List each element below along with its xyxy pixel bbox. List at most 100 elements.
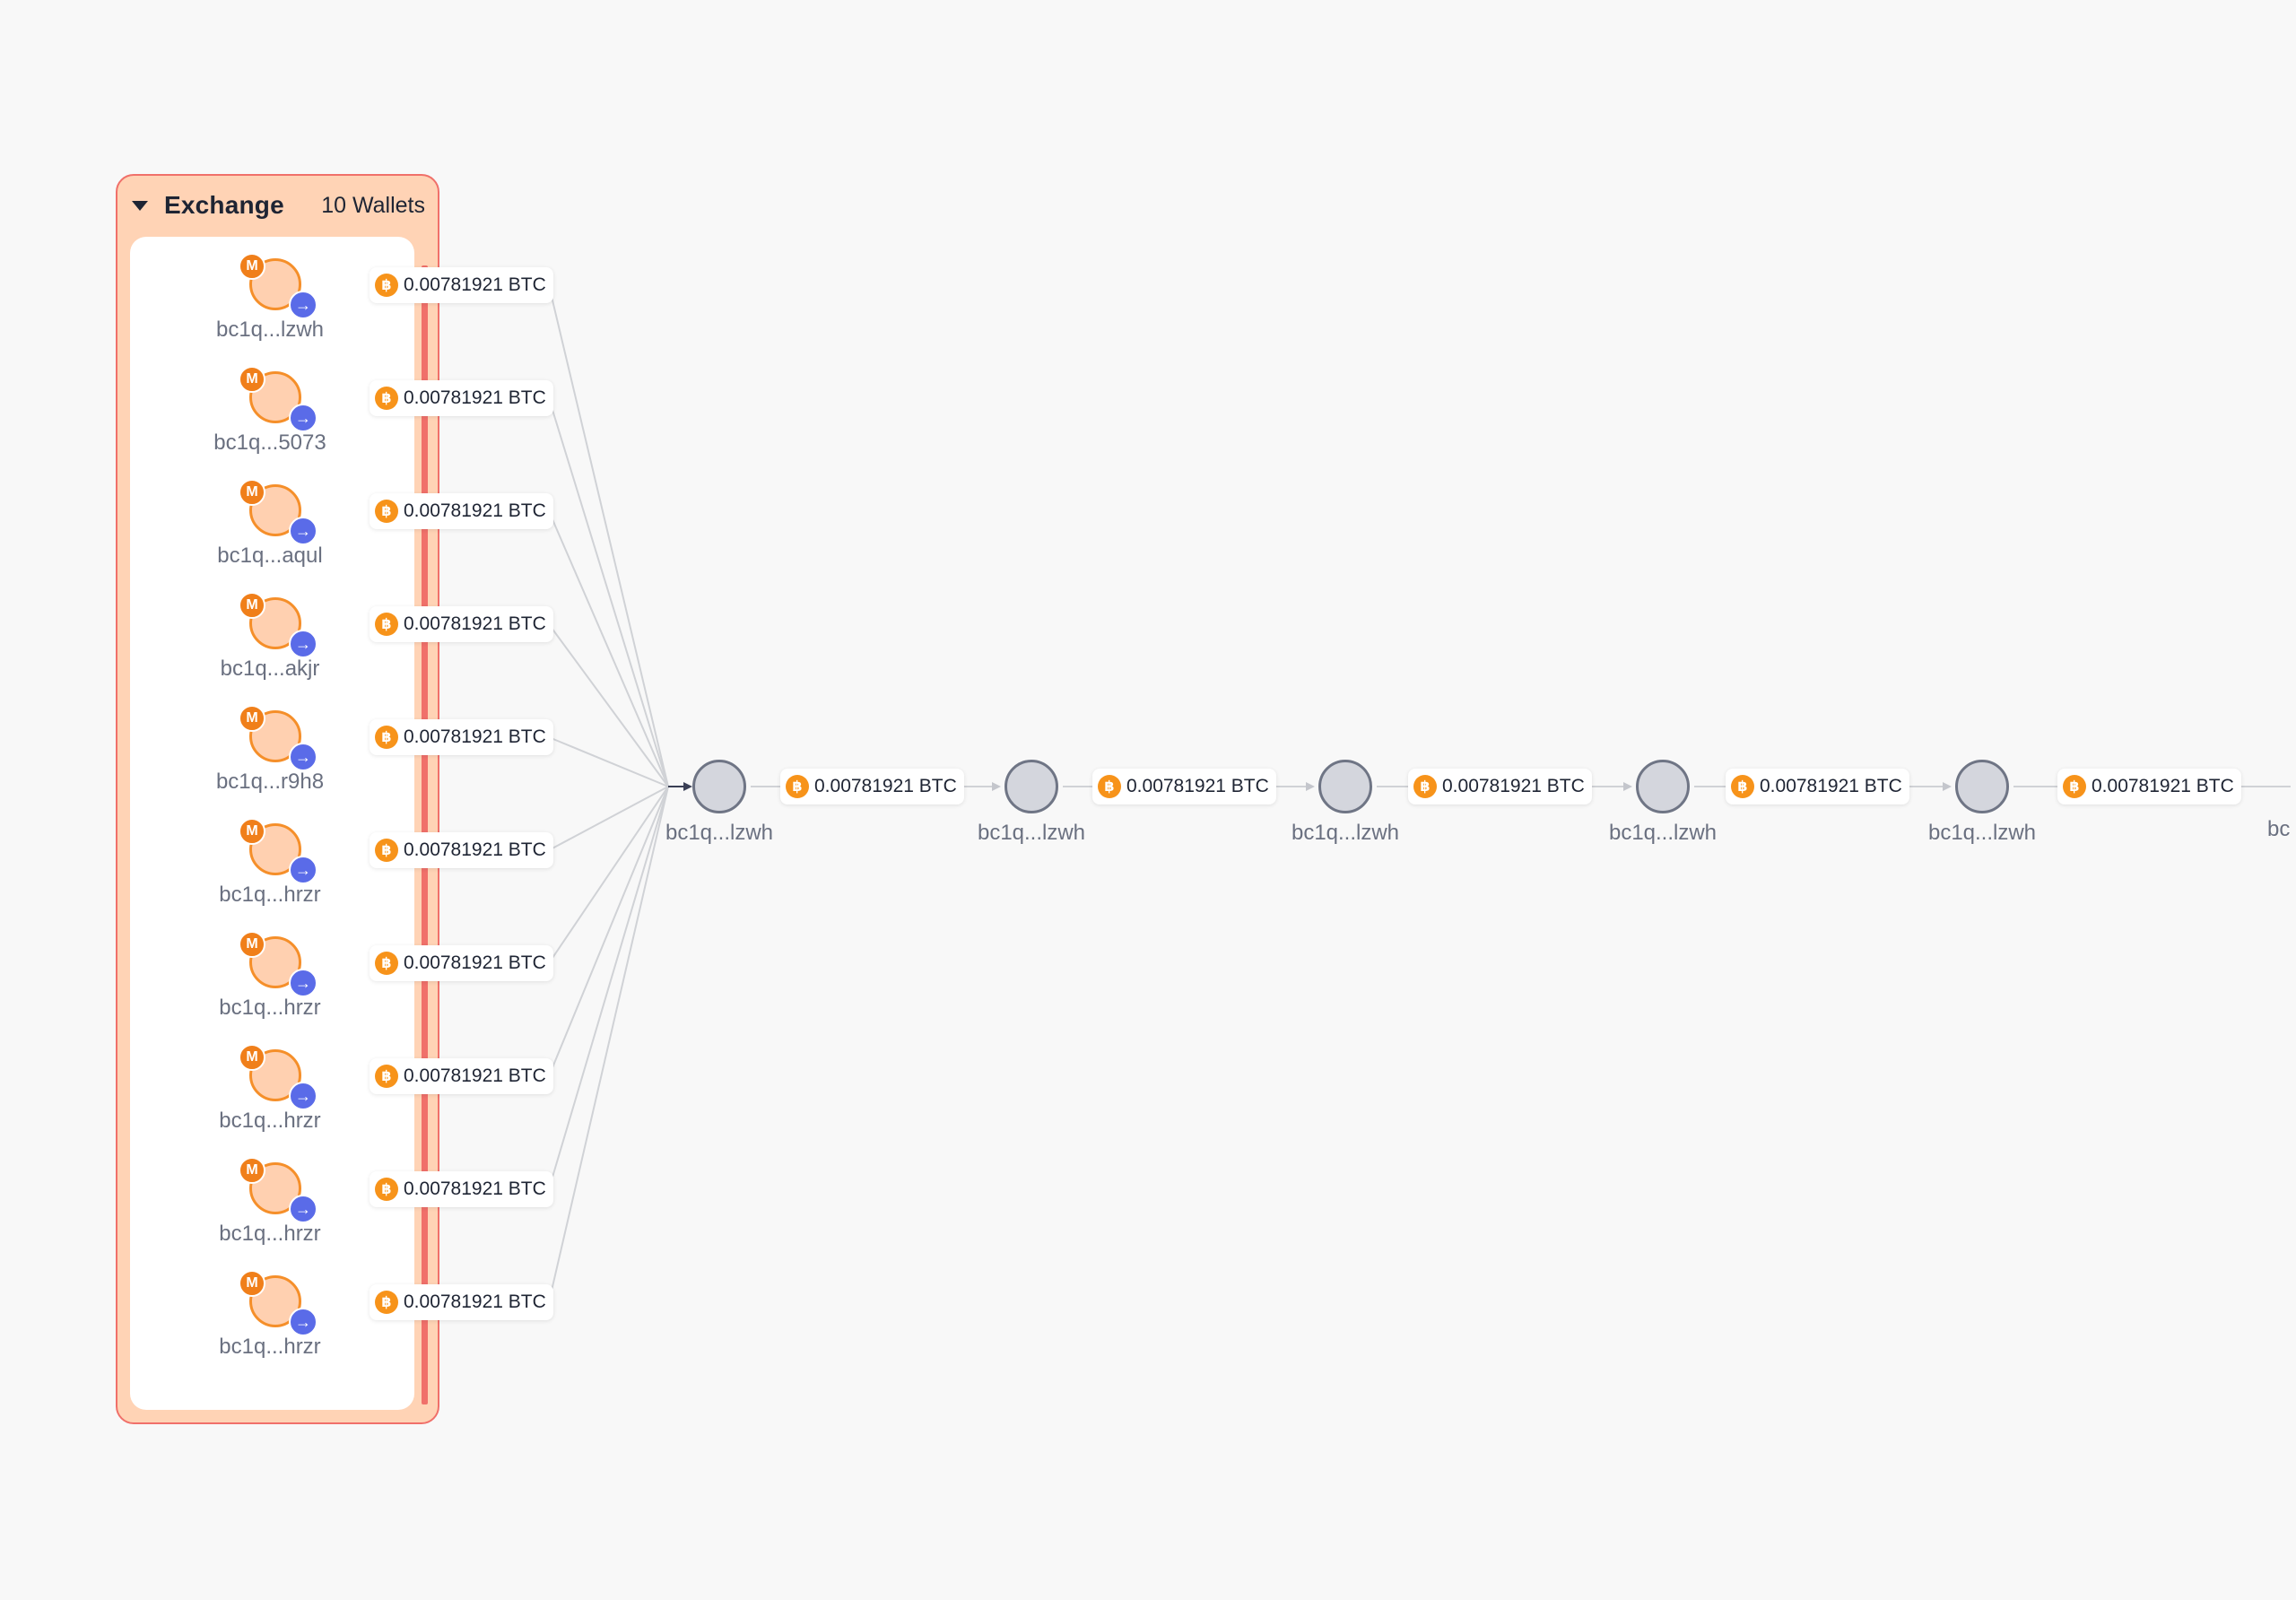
arrow-right-icon[interactable]: → — [289, 743, 317, 771]
arrow-head-icon — [992, 782, 1001, 791]
arrow-right-icon[interactable]: → — [289, 404, 317, 432]
chain-amount-pill[interactable]: ฿0.00781921 BTC — [1092, 769, 1276, 804]
wallet-address-label: bc1q...hrzr — [219, 1222, 321, 1246]
wallet-amount-pill[interactable]: ฿0.00781921 BTC — [370, 1171, 553, 1207]
wallet-amount-text: 0.00781921 BTC — [404, 1291, 546, 1312]
wallet-circle — [249, 371, 301, 423]
arrow-right-icon[interactable]: → — [289, 969, 317, 997]
m-badge-icon: M — [239, 705, 265, 732]
wallet-circle — [249, 1162, 301, 1214]
chain-address-label: bc1q...lzwh — [665, 821, 774, 845]
chain-address-node[interactable]: bc1q...lzwh — [1605, 760, 1721, 849]
wallet-amount-pill[interactable]: ฿ 0.00781921 BTC — [370, 380, 553, 416]
bitcoin-icon: ฿ — [375, 952, 398, 975]
arrow-head-icon — [1623, 782, 1632, 791]
wallet-amount-text: 0.00781921 BTC — [404, 500, 546, 521]
wallet-amount-pill[interactable]: ฿0.00781921 BTC — [370, 832, 553, 868]
wallet-address-label: bc1q...hrzr — [219, 1335, 321, 1359]
bitcoin-icon: ฿ — [786, 775, 809, 798]
chain-amount-pill[interactable]: ฿0.00781921 BTC — [780, 769, 964, 804]
bitcoin-icon: ฿ — [375, 1178, 398, 1201]
wallet-node[interactable]: M →bc1q...hrzr — [212, 1157, 328, 1261]
chain-address-node[interactable]: bc1q...lzwh — [1924, 760, 2040, 849]
wallet-amount-pill[interactable]: ฿ 0.00781921 BTC — [370, 606, 553, 642]
fan-edge-line — [548, 736, 669, 787]
chain-amount-text: 0.00781921 BTC — [2092, 776, 2234, 796]
wallet-amount-text: 0.00781921 BTC — [404, 839, 546, 860]
fan-edge-line — [548, 786, 669, 1190]
wallet-address-label: bc1q...aqul — [217, 543, 323, 568]
wallet-address-label: bc1q...hrzr — [219, 996, 321, 1020]
chain-amount-pill[interactable]: ฿0.00781921 BTC — [2057, 769, 2241, 804]
bitcoin-icon: ฿ — [375, 1291, 398, 1314]
wallet-address-label: bc1q...5073 — [213, 430, 326, 455]
wallet-amount-pill[interactable]: ฿0.00781921 BTC — [370, 493, 553, 529]
wallet-amount-text: 0.00781921 BTC — [404, 726, 546, 747]
bitcoin-icon: ฿ — [1413, 775, 1437, 798]
wallet-node[interactable]: M →bc1q...akjr — [212, 592, 328, 696]
arrow-right-icon[interactable]: → — [289, 856, 317, 884]
wallet-address-label: bc1q...akjr — [220, 657, 320, 681]
m-badge-icon: M — [239, 1044, 265, 1071]
chain-address-label: bc1q...lzwh — [1608, 821, 1718, 845]
caret-down-icon[interactable] — [132, 200, 148, 211]
wallet-amount-pill[interactable]: ฿0.00781921 BTC — [370, 945, 553, 981]
wallet-node[interactable]: M→bc1q...hrzr — [212, 818, 328, 922]
fan-edge-line — [548, 397, 669, 787]
wallet-amount-pill[interactable]: ฿ 0.00781921 BTC — [370, 1058, 553, 1094]
wallet-amount-text: 0.00781921 BTC — [404, 274, 546, 295]
address-circle — [1004, 760, 1058, 813]
bitcoin-icon: ฿ — [375, 613, 398, 636]
wallet-address-label: bc1q...r9h8 — [215, 770, 325, 794]
chain-amount-text: 0.00781921 BTC — [814, 776, 957, 796]
chain-amount-text: 0.00781921 BTC — [1760, 776, 1902, 796]
chain-amount-pill[interactable]: ฿ 0.00781921 BTC — [1726, 769, 1909, 804]
address-circle — [1955, 760, 2009, 813]
bitcoin-icon: ฿ — [375, 274, 398, 297]
wallet-node[interactable]: M →bc1q...hrzr — [212, 1044, 328, 1148]
chain-amount-pill[interactable]: ฿0.00781921 BTC — [1408, 769, 1592, 804]
cluster-wallet-count: 10 Wallets — [321, 192, 425, 218]
arrow-head-icon — [683, 782, 692, 791]
bitcoin-icon: ฿ — [1098, 775, 1121, 798]
wallet-amount-pill[interactable]: ฿ 0.00781921 BTC — [370, 719, 553, 755]
arrow-right-icon[interactable]: → — [289, 1195, 317, 1223]
wallet-address-label: bc1q...hrzr — [219, 883, 321, 907]
fan-edge-line — [548, 284, 669, 787]
bitcoin-icon: ฿ — [375, 726, 398, 749]
cluster-title: Exchange — [164, 191, 284, 219]
wallet-node[interactable]: M→bc1q...lzwh — [212, 253, 328, 357]
wallet-amount-text: 0.00781921 BTC — [404, 387, 546, 408]
chain-address-node[interactable]: bc1q...lzwh — [1287, 760, 1404, 849]
arrow-right-icon[interactable]: → — [289, 630, 317, 658]
wallet-node[interactable]: M→bc1q...5073 — [212, 366, 328, 470]
wallet-amount-text: 0.00781921 BTC — [404, 613, 546, 634]
wallet-amount-pill[interactable]: ฿ 0.00781921 BTC — [370, 1284, 553, 1320]
address-circle — [1318, 760, 1372, 813]
wallet-node[interactable]: M →bc1q...r9h8 — [212, 705, 328, 809]
m-badge-icon: M — [239, 1157, 265, 1184]
arrow-right-icon[interactable]: → — [289, 1308, 317, 1336]
arrow-right-icon[interactable]: → — [289, 517, 317, 545]
arrow-head-icon — [1306, 782, 1315, 791]
chain-address-node[interactable]: bc1q...lzwh — [973, 760, 1090, 849]
wallet-amount-pill[interactable]: ฿ 0.00781921 BTC — [370, 267, 553, 303]
arrow-right-icon[interactable]: → — [289, 1082, 317, 1110]
wallet-amount-text: 0.00781921 BTC — [404, 1065, 546, 1086]
fan-edge-line — [548, 786, 669, 1303]
address-circle — [692, 760, 746, 813]
bitcoin-icon: ฿ — [375, 1065, 398, 1088]
arrow-right-icon[interactable]: → — [289, 291, 317, 319]
wallet-node[interactable]: M→bc1q...aqul — [212, 479, 328, 583]
wallet-address-label: bc1q...hrzr — [219, 1109, 321, 1133]
bitcoin-icon: ฿ — [1731, 775, 1754, 798]
wallet-node[interactable]: M →bc1q...hrzr — [212, 1270, 328, 1374]
m-badge-icon: M — [239, 592, 265, 619]
cluster-header[interactable]: Exchange 10 Wallets — [117, 176, 438, 235]
wallet-node[interactable]: M→bc1q...hrzr — [212, 931, 328, 1035]
bitcoin-icon: ฿ — [375, 387, 398, 410]
chain-address-node[interactable]: bc1q...lzwh — [661, 760, 778, 849]
fan-edge-line — [548, 786, 669, 964]
m-badge-icon: M — [239, 1270, 265, 1297]
fan-edge-line — [548, 623, 669, 787]
